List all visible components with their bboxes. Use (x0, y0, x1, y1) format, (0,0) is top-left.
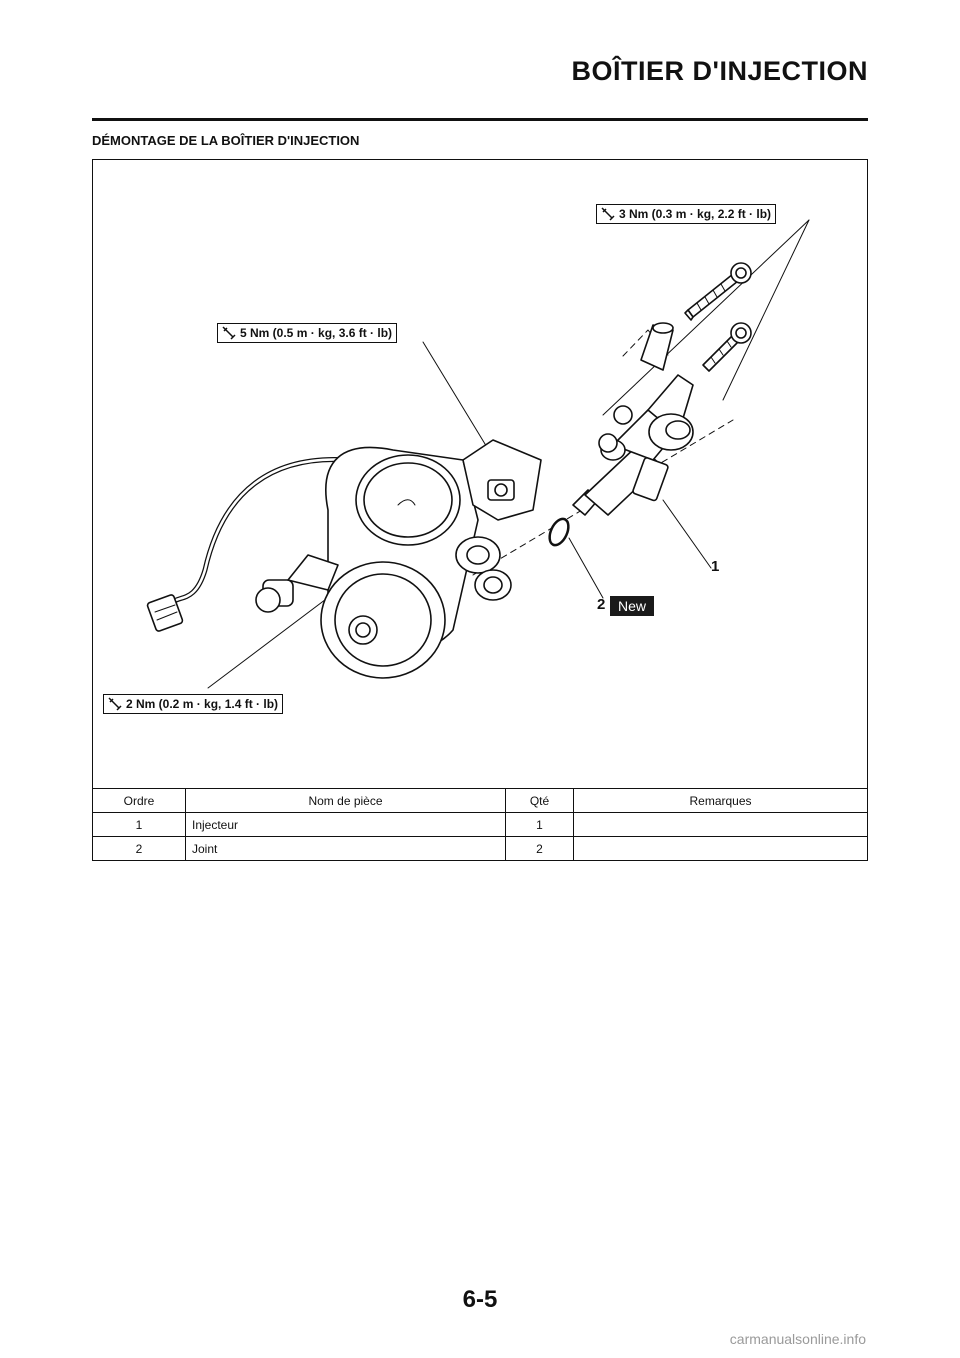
torque-wrench-icon (597, 205, 619, 223)
table-row: 2 Joint 2 (93, 836, 867, 860)
table-row: 1 Injecteur 1 (93, 812, 867, 837)
cell-order: 2 (93, 836, 186, 860)
torque-value: 2 Nm (0.2 m · kg, 1.4 ft · lb) (126, 697, 279, 711)
torque-wrench-icon (218, 324, 240, 342)
torque-spec-idle-screw: 2 Nm (0.2 m · kg, 1.4 ft · lb) (103, 694, 284, 714)
page-header-title: BOÎTIER D'INJECTION (571, 56, 868, 86)
section-title: DÉMONTAGE DE LA BOÎTIER D'INJECTION (92, 133, 360, 148)
figure-frame: 3 Nm (0.3 m · kg, 2.2 ft · lb) 5 Nm (0.5… (92, 159, 868, 861)
cell-remarks (573, 812, 867, 837)
cell-part-name: Injecteur (185, 812, 506, 837)
header-divider (92, 118, 868, 121)
cell-order: 1 (93, 812, 186, 837)
table-header-row: Ordre Nom de pièce Qté Remarques (93, 788, 867, 813)
cell-remarks (573, 836, 867, 860)
watermark-text: carmanualsonline.info (729, 1331, 866, 1347)
new-part-badge: New (610, 596, 655, 616)
callout-joint: 2 (597, 596, 606, 613)
cell-part-name: Joint (185, 836, 506, 860)
parts-table: Ordre Nom de pièce Qté Remarques 1 Injec… (93, 788, 867, 860)
column-header-qty: Qté (505, 788, 574, 813)
callout-injector: 1 (711, 558, 720, 575)
torque-spec-sensor-screw: 5 Nm (0.5 m · kg, 3.6 ft · lb) (217, 323, 398, 343)
torque-value: 3 Nm (0.3 m · kg, 2.2 ft · lb) (619, 207, 772, 221)
column-header-remarks: Remarques (573, 788, 867, 813)
cell-qty: 2 (505, 836, 574, 860)
torque-wrench-icon (104, 695, 126, 713)
torque-value: 5 Nm (0.5 m · kg, 3.6 ft · lb) (240, 326, 393, 340)
cell-qty: 1 (505, 812, 574, 837)
throttle-body-illustration (146, 219, 810, 689)
column-header-part-name: Nom de pièce (185, 788, 506, 813)
torque-spec-bolts: 3 Nm (0.3 m · kg, 2.2 ft · lb) (596, 204, 777, 224)
page-number: 6-5 (462, 1286, 498, 1313)
column-header-order: Ordre (93, 788, 186, 813)
